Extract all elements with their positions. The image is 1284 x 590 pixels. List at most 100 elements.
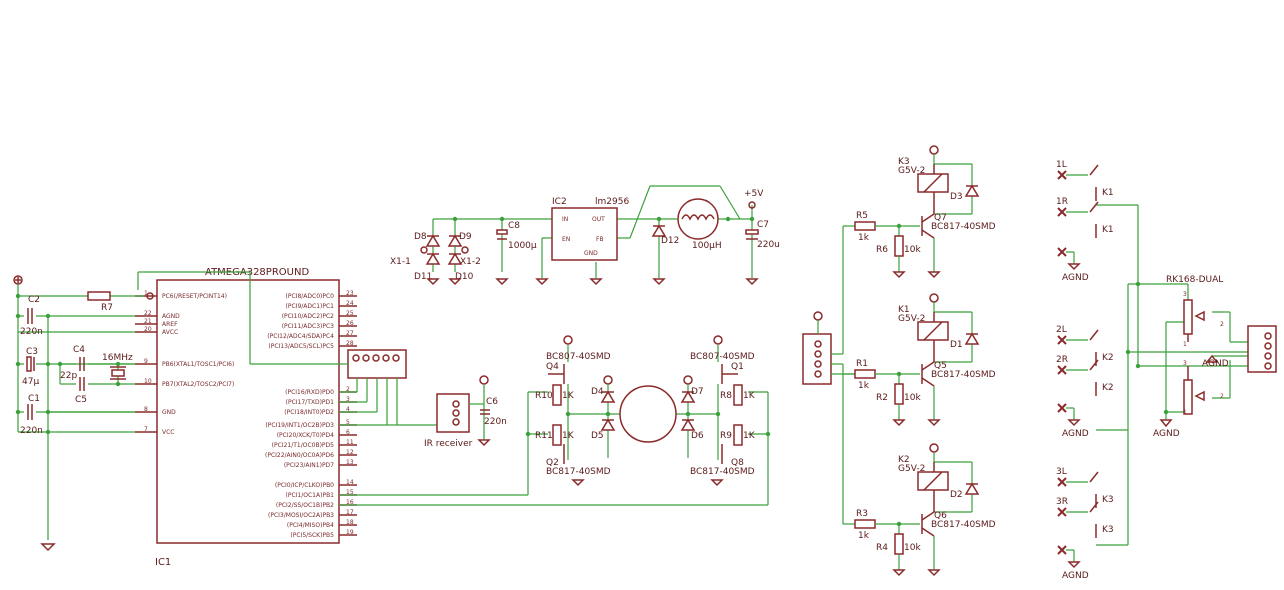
svg-text:D5: D5 <box>591 431 604 441</box>
capacitor-c5: C5 <box>75 377 87 405</box>
svg-text:EN: EN <box>562 236 570 243</box>
mcu-pin-label: PC6(/RESET/PCINT14) <box>162 293 227 300</box>
svg-text:R9: R9 <box>720 431 732 441</box>
svg-text:1: 1 <box>1183 409 1187 416</box>
agnd-input-2: AGND <box>1057 403 1089 439</box>
capacitor-c3: C3 47µ <box>22 347 39 387</box>
mcu-pin-number: 8 <box>144 406 148 413</box>
svg-text:2: 2 <box>1220 393 1224 400</box>
svg-text:D6: D6 <box>691 431 704 441</box>
mcu-pin-label: (PCI13/ADC5/SCL)PC5 <box>268 343 334 350</box>
audio-input-label: 3R <box>1056 497 1068 507</box>
capacitor-c1: C1 220n <box>20 394 43 436</box>
mcu-pin-label: AVCC <box>162 329 178 336</box>
mcu-pin-label: VCC <box>162 429 174 436</box>
base-resistor-ref: R5 <box>856 211 868 221</box>
mcu-pin-number: 25 <box>346 310 354 317</box>
capacitor-c4: C4 22p <box>60 345 85 381</box>
svg-text:C5: C5 <box>75 395 87 405</box>
mcu-pin-label: (PCI2/SS/OC1B)PB2 <box>276 502 334 509</box>
svg-text:D12: D12 <box>661 236 679 246</box>
svg-text:R8: R8 <box>720 391 732 401</box>
svg-text:FB: FB <box>596 236 604 243</box>
pulldown-value: 10k <box>904 543 921 553</box>
svg-text:R11: R11 <box>535 431 553 441</box>
svg-text:1: 1 <box>1183 341 1187 348</box>
svg-text:D8: D8 <box>414 232 427 242</box>
svg-text:100µH: 100µH <box>692 241 722 251</box>
svg-text:22p: 22p <box>60 371 77 381</box>
relay-diode-ref: D2 <box>950 490 963 500</box>
pulldown-value: 10k <box>904 393 921 403</box>
transistor-ref: Q6 <box>934 511 947 521</box>
agnd-input-1: AGND <box>1057 247 1089 283</box>
mcu-pin-label: (PCI18/INT0)PD2 <box>284 409 334 416</box>
mcu-pin-number: 13 <box>346 459 354 466</box>
svg-text:D4: D4 <box>591 387 604 397</box>
power-supply: IC2 lm2956 IN OUT EN FB GND C8 1000µ D8 … <box>390 185 780 286</box>
svg-text:16MHz: 16MHz <box>102 353 133 363</box>
mcu-pin-number: 19 <box>346 529 354 536</box>
svg-text:1K: 1K <box>743 391 756 401</box>
mcu-pin-number: 11 <box>346 439 354 446</box>
mcu-pin-number: 4 <box>346 406 350 413</box>
svg-text:R7: R7 <box>101 303 113 313</box>
audio-input-label: 2L <box>1056 325 1067 335</box>
relay-part: G5V-2 <box>898 314 925 324</box>
relay-diode-ref: D3 <box>950 192 963 202</box>
audio-input-label: 1L <box>1056 160 1067 170</box>
mcu-pin-label: (PCI0/ICP/CLKO)PB0 <box>275 482 334 489</box>
svg-text:220u: 220u <box>757 240 780 250</box>
svg-text:220n: 220n <box>484 417 507 427</box>
transistor-ref: Q5 <box>934 361 947 371</box>
mcu-pin-number: 10 <box>144 378 152 385</box>
svg-text:3: 3 <box>1183 360 1187 367</box>
transistor-part: BC817-40SMD <box>931 222 996 232</box>
agnd-label: AGND <box>1062 429 1089 439</box>
mcu-left-pins: PC6(/RESET/PCINT14)1AGND22AREF21AVCC20PB… <box>135 290 234 436</box>
svg-text:C3: C3 <box>26 347 38 357</box>
mcu-pin-label: (PCI20/XCK/T0)PD4 <box>277 432 334 439</box>
resistor-r7: R7 <box>87 291 154 313</box>
agnd-label: AGND <box>1062 273 1089 283</box>
svg-text:C1: C1 <box>28 394 40 404</box>
audio-input-3r: 3R K3 <box>1056 497 1114 538</box>
relay-ref: K3 <box>898 157 910 167</box>
mcu-pin-number: 20 <box>144 326 152 333</box>
audio-input-label: 3L <box>1056 467 1067 477</box>
base-resistor-ref: R1 <box>856 359 868 369</box>
svg-text:BC817-40SMD: BC817-40SMD <box>690 467 755 477</box>
mcu-pin-label: (PCI16/RXD)PD0 <box>285 389 334 396</box>
mcu-ic1: ATMEGA328PROUND IC1 PC6(/RESET/PCINT14)1… <box>135 267 357 568</box>
svg-text:C2: C2 <box>28 295 40 305</box>
pulldown-ref: R2 <box>876 393 888 403</box>
mcu-pin-number: 18 <box>346 519 354 526</box>
svg-text:BC807-40SMD: BC807-40SMD <box>690 352 755 362</box>
transistor-part: BC817-40SMD <box>931 370 996 380</box>
mcu-pin-number: 21 <box>144 318 152 325</box>
svg-text:D9: D9 <box>459 232 472 242</box>
svg-text:D10: D10 <box>455 272 474 282</box>
svg-text:1000µ: 1000µ <box>508 241 537 251</box>
mcu-pin-number: 26 <box>346 320 354 327</box>
svg-text:C6: C6 <box>486 397 498 407</box>
transistor-part: BC817-40SMD <box>931 520 996 530</box>
relay-ref: K1 <box>898 305 910 315</box>
mcu-pin-number: 27 <box>346 330 354 337</box>
svg-text:1K: 1K <box>743 431 756 441</box>
svg-text:X1-2: X1-2 <box>460 257 481 267</box>
mcu-pin-number: 2 <box>346 386 350 393</box>
mcu-pin-number: 17 <box>346 509 354 516</box>
svg-text:IN: IN <box>562 216 568 223</box>
svg-text:X1-1: X1-1 <box>390 257 411 267</box>
relay-contact-label: K3 <box>1102 525 1114 535</box>
mcu-pin-number: 5 <box>346 419 350 426</box>
mcu-pin-number: 24 <box>346 300 354 307</box>
svg-text:AGND: AGND <box>1153 429 1180 439</box>
